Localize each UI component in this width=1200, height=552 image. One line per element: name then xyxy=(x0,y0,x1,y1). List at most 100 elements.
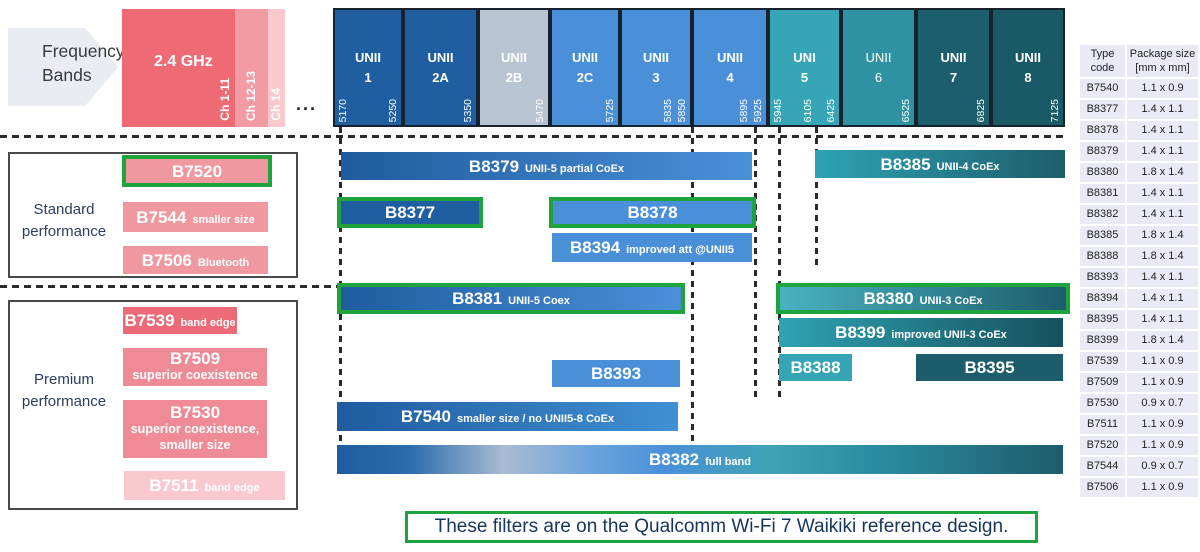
bar-desc: UNII-3 CoEx xyxy=(919,295,983,307)
filter-code: B7509 xyxy=(169,349,221,369)
filter-b7506: B7506 Bluetooth xyxy=(123,246,268,274)
freq-label: 5470 xyxy=(534,98,546,122)
freq-label: 6825 xyxy=(975,98,987,122)
table-cell-type-code: B7520 xyxy=(1080,436,1125,455)
footnote-box: These filters are on the Qualcomm Wi-Fi … xyxy=(405,511,1038,543)
band-unii-8: UNII 8 7125 xyxy=(991,8,1065,127)
table-cell-package-size: 1.1 x 0.9 xyxy=(1127,415,1198,434)
table-cell-package-size: 1.8 x 1.4 xyxy=(1127,163,1198,182)
filter-b7511: B7511 band edge xyxy=(124,471,285,500)
ellipsis: ... xyxy=(296,94,318,114)
band-24ghz-ch1-11: Ch 1-11 xyxy=(122,9,235,127)
table-header-type-code: Type code xyxy=(1080,45,1125,77)
band-unii-4: UNII 4 5895 5925 xyxy=(692,8,768,127)
bar-code: B8393 xyxy=(590,364,642,383)
table-cell-type-code: B8381 xyxy=(1080,184,1125,203)
table-cell-package-size: 1.4 x 1.1 xyxy=(1127,142,1198,161)
table-cell-package-size: 0.9 x 0.7 xyxy=(1127,394,1198,413)
bar-desc: UNII-4 CoEx xyxy=(936,160,1000,173)
bar-code: B8399 xyxy=(835,323,886,342)
table-cell-package-size: 0.9 x 0.7 xyxy=(1127,457,1198,476)
band-name: UNI 5 xyxy=(793,50,816,85)
table-cell-package-size: 1.4 x 1.1 xyxy=(1127,121,1198,140)
filter-b7520: B7520 xyxy=(122,155,272,187)
table-cell-type-code: B7509 xyxy=(1080,373,1125,392)
table-cell-package-size: 1.8 x 1.4 xyxy=(1127,331,1198,350)
standard-performance-label: Standard performance xyxy=(21,201,107,240)
filter-code: B7539 xyxy=(124,311,175,330)
bar-code: B8395 xyxy=(964,358,1015,377)
filter-desc: band edge xyxy=(180,317,236,329)
band-unii-2a: UNII 2A 5350 xyxy=(403,8,478,127)
dashed-line-5945 xyxy=(778,127,781,400)
filter-code: B7544 xyxy=(136,207,187,227)
band-24ghz-label: 2.4 GHz xyxy=(154,53,213,70)
bar-b8379: B8379 UNII-5 partial CoEx xyxy=(341,152,752,180)
table-cell-type-code: B8393 xyxy=(1080,268,1125,287)
bar-desc: UNII-5 partial CoEx xyxy=(525,162,625,175)
bar-desc: improved UNII-3 CoEx xyxy=(891,329,1007,341)
table-cell-type-code: B8382 xyxy=(1080,205,1125,224)
table-cell-type-code: B7530 xyxy=(1080,394,1125,413)
table-cell-package-size: 1.1 x 0.9 xyxy=(1127,436,1198,455)
filter-b7509: B7509 superior coexistence xyxy=(123,348,267,386)
bar-b8385: B8385 UNII-4 CoEx xyxy=(815,150,1065,178)
bar-desc: improved att @UNII5 xyxy=(626,244,735,256)
filter-desc: superior coexistence, smaller size xyxy=(130,422,260,452)
band-uni-5: UNI 5 5945 6105 6425 xyxy=(768,8,841,127)
band-24ghz-ch14: Ch 14 xyxy=(268,9,285,127)
bar-code: B8377 xyxy=(384,203,436,222)
bar-code: B8394 xyxy=(569,238,621,257)
band-unii-6: UNII 6 6525 xyxy=(841,8,916,127)
bar-b8393: B8393 xyxy=(552,360,680,387)
filter-desc: smaller size xyxy=(192,213,255,226)
table-cell-package-size: 1.8 x 1.4 xyxy=(1127,226,1198,245)
table-cell-type-code: B7511 xyxy=(1080,415,1125,434)
freq-label: 5250 xyxy=(387,98,399,122)
bar-code: B8381 xyxy=(452,289,503,308)
band-name: UNII 3 xyxy=(643,50,669,85)
footnote-text: These filters are on the Qualcomm Wi-Fi … xyxy=(434,516,1009,537)
freq-label: 6425 xyxy=(825,98,837,122)
dashed-line-horizontal-mid xyxy=(0,285,337,288)
bar-code: B8382 xyxy=(649,450,700,469)
band-name: UNII 4 xyxy=(717,50,743,85)
band-name: UNII 8 xyxy=(1015,50,1041,85)
table-cell-package-size: 1.4 x 1.1 xyxy=(1127,184,1198,203)
freq-label: 5350 xyxy=(462,98,474,122)
bar-b8381: B8381 UNII-5 Coex xyxy=(337,283,685,314)
bar-desc: UNII-5 Coex xyxy=(508,295,570,307)
freq-label: 6525 xyxy=(900,98,912,122)
table-cell-package-size: 1.1 x 0.9 xyxy=(1127,79,1198,98)
filter-b7539: B7539 band edge xyxy=(123,307,237,334)
ch-12-13-label: Ch 12-13 xyxy=(244,70,258,121)
bar-b8388: B8388 xyxy=(779,354,852,381)
freq-label: 5170 xyxy=(337,98,349,122)
table-cell-package-size: 1.4 x 1.1 xyxy=(1127,100,1198,119)
band-24ghz-ch12-13: Ch 12-13 xyxy=(235,9,268,127)
bar-b8378: B8378 xyxy=(549,197,756,228)
band-name: UNII 2B xyxy=(501,50,527,85)
bar-code: B8379 xyxy=(468,156,520,176)
freq-label: 5835 xyxy=(662,98,674,122)
bar-b8382: B8382 full band xyxy=(337,445,1063,474)
bar-desc: full band xyxy=(705,456,751,468)
band-name: UNII 2C xyxy=(572,50,598,85)
table-cell-type-code: B8378 xyxy=(1080,121,1125,140)
freq-label: 5925 xyxy=(752,98,764,122)
table-cell-type-code: B8399 xyxy=(1080,331,1125,350)
table-cell-package-size: 1.1 x 0.9 xyxy=(1127,373,1198,392)
band-name: UNII 2A xyxy=(427,50,454,85)
table-cell-package-size: 1.4 x 1.1 xyxy=(1127,310,1198,329)
table-cell-type-code: B8377 xyxy=(1080,100,1125,119)
